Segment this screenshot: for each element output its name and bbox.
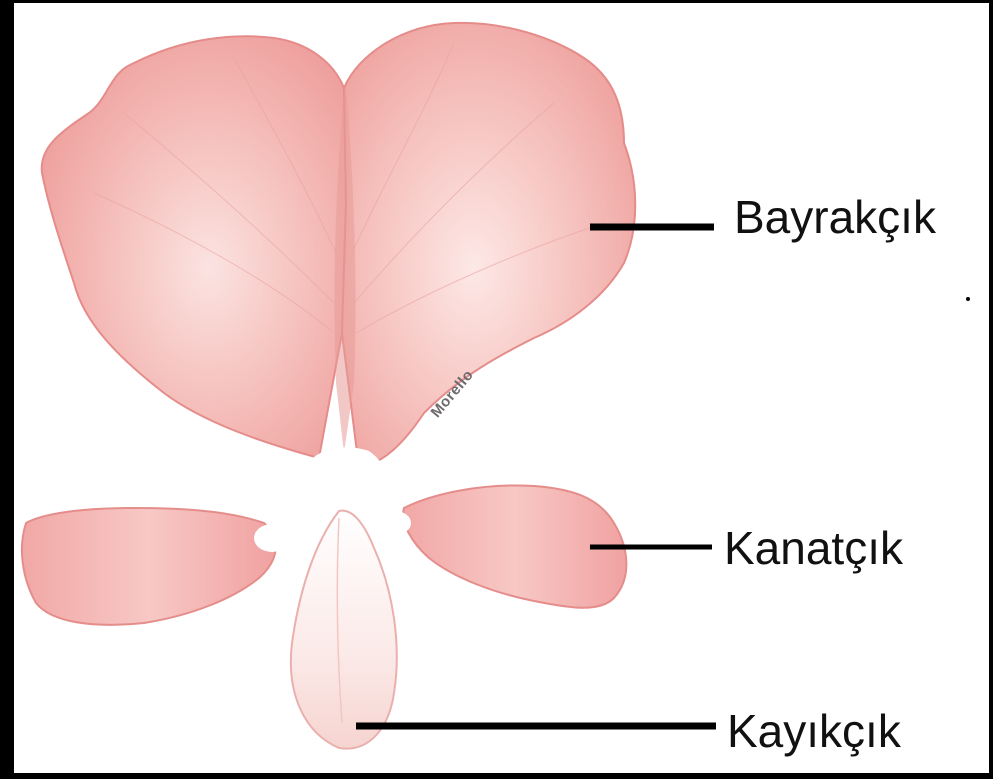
wing-petal-icon [379,485,626,607]
label-banner: Bayrakçık [734,194,936,240]
keel-petal-icon [291,511,397,749]
wing-petal-icon [22,508,290,625]
banner-petal-icon [42,23,636,509]
label-keel: Kayıkçık [727,708,901,754]
dot-mark [966,297,970,301]
diagram-canvas: Bayrakçık Kanatçık Kayıkçık Morello [14,3,989,773]
flower-illustration [14,3,989,773]
label-wing: Kanatçık [724,525,903,571]
